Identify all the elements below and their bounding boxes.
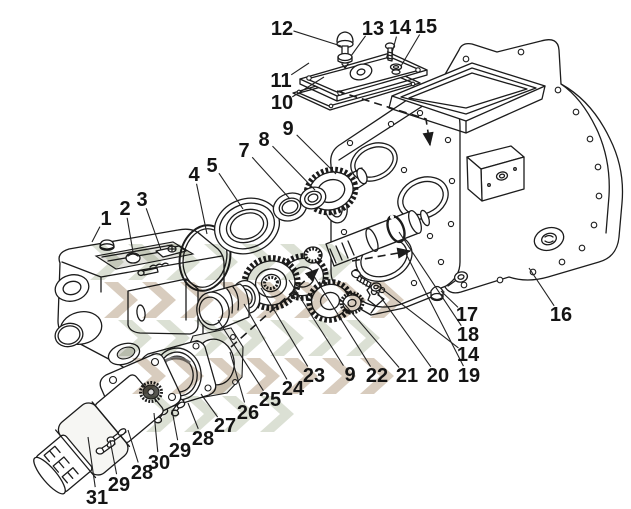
leader-line-18-16 <box>398 231 462 327</box>
part-label-12-0: 12 <box>271 18 293 40</box>
part-label-7-8: 7 <box>238 140 249 162</box>
part-label-26-26: 26 <box>237 402 259 424</box>
part-label-17-15: 17 <box>456 304 478 326</box>
leader-line-2-12 <box>126 217 134 253</box>
watermark-chevron <box>308 320 342 356</box>
part-label-29-32: 29 <box>108 474 130 496</box>
part-label-19-18: 19 <box>458 365 480 387</box>
leader-line-28-31 <box>127 429 139 463</box>
leader-line-9-6 <box>296 134 337 175</box>
leader-line-19-18 <box>403 249 464 367</box>
part-label-3-11: 3 <box>136 189 147 211</box>
part-label-25-25: 25 <box>259 389 281 411</box>
part-label-28-28: 28 <box>192 428 214 450</box>
housing-boss <box>533 226 565 252</box>
part-label-23-23: 23 <box>303 365 325 387</box>
flange-bolt-holes <box>460 48 603 289</box>
part-label-30-30: 30 <box>148 452 170 474</box>
leader-line-28-28 <box>187 402 199 430</box>
leader-line-26-26 <box>229 351 246 403</box>
leader-line-14-2 <box>391 36 398 54</box>
shaft-to-housing-bore <box>351 247 412 262</box>
motor-bolts-28-29 <box>95 428 127 455</box>
leader-line-16-14 <box>528 267 555 307</box>
leader-line-3-11 <box>145 208 162 251</box>
leader-line-22-21 <box>311 272 372 367</box>
leader-line-9-22 <box>288 279 344 366</box>
gear-cluster-to-housing <box>230 268 320 348</box>
leader-line-21-20 <box>339 298 400 368</box>
part-label-31-33: 31 <box>86 487 108 509</box>
motor-31 <box>33 374 164 495</box>
leader-line-12-0 <box>293 30 342 47</box>
input-shaft-23 <box>325 209 430 267</box>
leader-lines <box>87 30 555 488</box>
leader-line-5-9 <box>218 172 244 210</box>
part-label-14-17: 14 <box>457 344 480 366</box>
cover-plate-assembly <box>292 31 428 111</box>
part-label-13-1: 13 <box>362 18 384 40</box>
leader-line-15-3 <box>400 34 421 67</box>
part-label-10-5: 10 <box>271 92 293 114</box>
part-label-2-12: 2 <box>119 198 130 220</box>
motor-vent-slots <box>43 445 79 484</box>
part-label-21-20: 21 <box>396 365 418 387</box>
leader-line-14-17 <box>376 284 459 349</box>
leader-line-10-5 <box>292 76 325 98</box>
part-label-9-22: 9 <box>344 364 355 386</box>
bearing-8 <box>299 186 327 210</box>
leader-line-11-4 <box>290 62 310 76</box>
part-label-5-9: 5 <box>206 155 217 177</box>
housing-top-window <box>388 62 546 134</box>
drain-plug-17 <box>430 271 469 302</box>
part-label-22-21: 22 <box>366 365 388 387</box>
part-label-15-3: 15 <box>415 16 437 38</box>
part-label-14-2: 14 <box>389 17 412 39</box>
part-label-11-4: 11 <box>270 70 291 92</box>
leader-line-1-13 <box>91 226 101 243</box>
leader-line-17-15 <box>440 290 459 308</box>
leader-line-29-29 <box>171 409 179 441</box>
part-label-1-13: 1 <box>100 208 111 230</box>
part-label-4-10: 4 <box>188 164 200 186</box>
leader-line-24-24 <box>243 303 288 380</box>
part-label-28-31: 28 <box>131 462 153 484</box>
leader-line-29-32 <box>109 439 118 475</box>
part-label-8-7: 8 <box>258 129 269 151</box>
leader-line-30-30 <box>153 412 159 453</box>
housing-side-block <box>466 145 525 202</box>
leader-line-23-23 <box>260 287 309 367</box>
snap-ring-18 <box>386 214 406 244</box>
part-label-18-16: 18 <box>457 324 479 346</box>
leader-line-7-8 <box>251 156 291 200</box>
assembly-arrows <box>230 90 434 348</box>
filler-plug-2 <box>125 252 141 264</box>
cover-plate-to-housing <box>336 90 434 147</box>
part-label-16-14: 16 <box>550 304 572 326</box>
part-label-9-6: 9 <box>282 118 293 140</box>
part-label-20-19: 20 <box>427 365 449 387</box>
part-label-27-27: 27 <box>214 415 236 437</box>
leader-line-20-19 <box>376 291 432 368</box>
leader-line-27-27 <box>200 393 219 418</box>
leader-line-25-25 <box>217 319 264 391</box>
gear-9-top <box>299 166 368 216</box>
breather-valve-12-13 <box>336 31 354 69</box>
washer-15 <box>389 63 403 75</box>
part-label-29-29: 29 <box>169 440 191 462</box>
leader-line-4-10 <box>196 183 208 235</box>
part-label-24-24: 24 <box>282 378 305 400</box>
leader-line-8-7 <box>272 145 316 191</box>
leader-line-31-33 <box>87 436 96 488</box>
leader-line-13-1 <box>350 35 367 57</box>
